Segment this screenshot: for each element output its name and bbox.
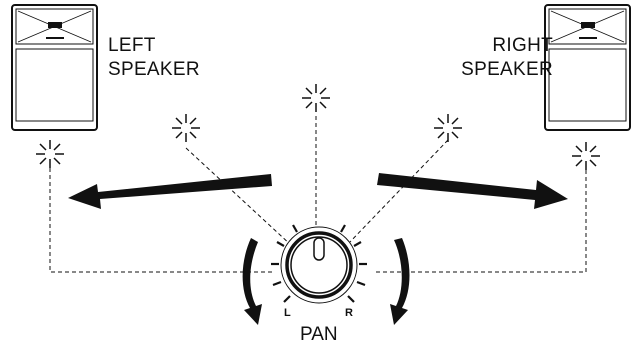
right-speaker-label-line1: RIGHT (492, 35, 553, 56)
pan-label: PAN (300, 324, 338, 345)
right-speaker-label: RIGHT SPEAKER (455, 34, 553, 82)
sound-burst-icon-5 (571, 141, 601, 171)
sound-burst-icon-2 (171, 113, 201, 143)
right-speaker-icon (544, 4, 631, 131)
knob-right-mark: R (345, 307, 353, 319)
sound-burst-icon-4 (433, 113, 463, 143)
curved-arrow-right-icon (390, 238, 410, 325)
left-speaker-icon (11, 4, 98, 131)
dashed-guides (49, 116, 587, 273)
sound-burst-icon-1 (35, 139, 65, 169)
left-speaker-label-line2: SPEAKER (108, 59, 200, 80)
knob-left-mark: L (284, 307, 291, 319)
pan-knob-icon (271, 224, 367, 304)
left-arrow-icon (68, 174, 272, 209)
curved-arrow-left-icon (242, 238, 262, 325)
right-speaker-label-line2: SPEAKER (461, 59, 553, 80)
left-speaker-label-line1: LEFT (108, 35, 156, 56)
right-arrow-icon (377, 173, 568, 209)
left-speaker-label: LEFT SPEAKER (108, 34, 200, 82)
sound-burst-icon-3 (301, 83, 331, 113)
